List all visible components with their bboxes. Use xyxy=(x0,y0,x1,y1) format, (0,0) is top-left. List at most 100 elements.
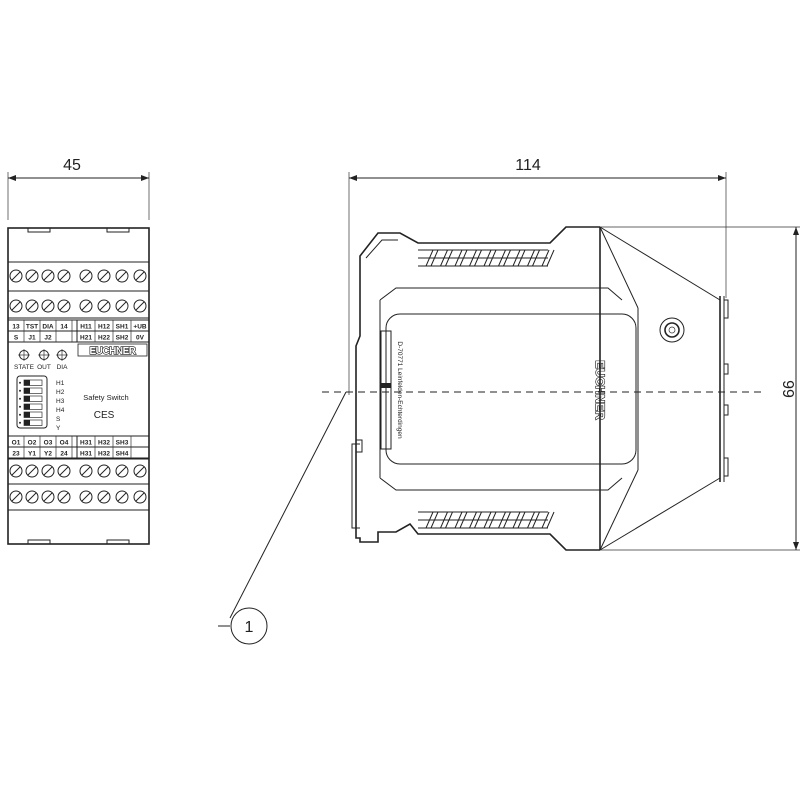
dimension-height: 99 xyxy=(600,226,800,551)
terminal-label: 13 xyxy=(12,324,20,331)
dip-label: Y xyxy=(56,425,61,432)
terminal-label: S xyxy=(14,335,19,342)
out-led-icon xyxy=(38,349,50,361)
dip-switch xyxy=(19,411,43,418)
terminal-label: 14 xyxy=(60,324,68,331)
screw-terminal-icon xyxy=(115,464,129,478)
terminal-label: H11 xyxy=(80,324,92,331)
terminal-label: 0V xyxy=(136,335,145,342)
front-view: 45 13 TST xyxy=(7,157,150,545)
screw-terminal-icon xyxy=(97,299,111,313)
terminal-label: DIA xyxy=(42,324,54,331)
terminal-label: H22 xyxy=(98,335,110,342)
screw-terminal-icon xyxy=(57,299,71,313)
dip-label: H4 xyxy=(56,407,65,414)
side-housing xyxy=(355,226,600,551)
terminal-label: O2 xyxy=(28,440,37,447)
dip-switch-block: H1 H2 H3 H4 S Y xyxy=(16,375,65,432)
front-housing xyxy=(7,227,150,545)
screw-terminal-icon xyxy=(133,464,147,478)
front-cover xyxy=(599,226,729,551)
dimension-width-label: 45 xyxy=(63,157,81,174)
terminal-label: H32 xyxy=(98,451,110,458)
euchner-logo-front: EUCHNER xyxy=(77,343,148,358)
screw-terminal-icon xyxy=(41,490,55,504)
screw-terminal-icon xyxy=(115,490,129,504)
screw-terminal-icon xyxy=(25,464,39,478)
dimension-width: 45 xyxy=(7,157,150,220)
dimension-height-label: 99 xyxy=(779,380,796,398)
terminal-label: SH1 xyxy=(116,324,129,331)
dip-label: H3 xyxy=(56,398,65,405)
screw-terminal-icon xyxy=(57,490,71,504)
screw-terminal-icon xyxy=(25,490,39,504)
dip-label: H1 xyxy=(56,380,65,387)
screw-terminal-icon xyxy=(9,299,23,313)
terminal-label: 24 xyxy=(60,451,68,458)
product-line-label: Safety Switch xyxy=(83,393,128,402)
terminal-label: +UB xyxy=(133,324,146,331)
callout-number: 1 xyxy=(245,619,254,636)
screw-terminal-icon xyxy=(115,299,129,313)
terminal-label: O1 xyxy=(12,440,21,447)
screw-terminals xyxy=(9,269,147,504)
top-terminal-labels: 13 TST DIA 14 H11 H12 SH1 +UB S J1 J2 H2… xyxy=(7,319,150,343)
side-view: 114 99 xyxy=(322,157,800,551)
terminal-label: H32 xyxy=(98,440,110,447)
terminal-label: O3 xyxy=(44,440,53,447)
screw-terminal-icon xyxy=(57,269,71,283)
dip-label: H2 xyxy=(56,389,65,396)
terminal-label: H12 xyxy=(98,324,110,331)
led-indicators: STATE OUT DIA xyxy=(14,349,68,371)
led-label: DIA xyxy=(57,364,69,371)
state-led-icon xyxy=(18,349,30,361)
screw-terminal-icon xyxy=(133,269,147,283)
terminal-label: H31 xyxy=(80,451,92,458)
dip-label: S xyxy=(56,416,61,423)
screw-terminal-icon xyxy=(79,299,93,313)
dip-switch xyxy=(19,419,43,426)
terminal-label: SH2 xyxy=(116,335,129,342)
screw-terminal-icon xyxy=(97,490,111,504)
brand-label-front: EUCHNER xyxy=(90,346,137,357)
screw-terminal-icon xyxy=(79,464,93,478)
screw-terminal-icon xyxy=(133,299,147,313)
screw-terminal-icon xyxy=(25,269,39,283)
dip-switch xyxy=(19,379,43,386)
dip-switch xyxy=(19,403,43,410)
address-strip: D-70771 Leinfelden-Echterdingen xyxy=(380,330,403,450)
terminal-label: SH4 xyxy=(116,451,129,458)
bottom-terminal-labels: O1 O2 O3 O4 H31 H32 SH3 23 Y1 Y2 24 H31 … xyxy=(7,435,150,459)
terminal-label: O4 xyxy=(60,440,69,447)
led-label: OUT xyxy=(37,364,51,371)
screw-terminal-icon xyxy=(9,269,23,283)
screw-terminal-icon xyxy=(79,269,93,283)
terminal-label: SH3 xyxy=(116,440,129,447)
screw-terminal-icon xyxy=(97,269,111,283)
bottom-vent-slots xyxy=(418,511,555,529)
knob-icon xyxy=(659,317,685,343)
screw-terminal-icon xyxy=(25,299,39,313)
top-vent-slots xyxy=(418,249,555,267)
dimension-length: 114 xyxy=(348,157,727,395)
callout-1: 1 xyxy=(218,391,347,645)
terminal-label: Y2 xyxy=(44,451,52,458)
screw-terminal-icon xyxy=(57,464,71,478)
screw-terminal-icon xyxy=(41,269,55,283)
screw-terminal-icon xyxy=(79,490,93,504)
screw-terminal-icon xyxy=(9,464,23,478)
terminal-label: H21 xyxy=(80,335,92,342)
address-label: D-70771 Leinfelden-Echterdingen xyxy=(396,341,403,439)
dip-switch xyxy=(19,387,43,394)
screw-terminal-icon xyxy=(41,299,55,313)
terminal-label: J2 xyxy=(44,335,52,342)
led-label: STATE xyxy=(14,364,35,371)
dia-led-icon xyxy=(56,349,68,361)
screw-terminal-icon xyxy=(97,464,111,478)
terminal-label: 23 xyxy=(12,451,20,458)
dip-switch xyxy=(19,395,43,402)
dimension-length-label: 114 xyxy=(515,157,541,174)
product-name-label: CES xyxy=(94,410,115,421)
terminal-label: TST xyxy=(26,324,38,331)
